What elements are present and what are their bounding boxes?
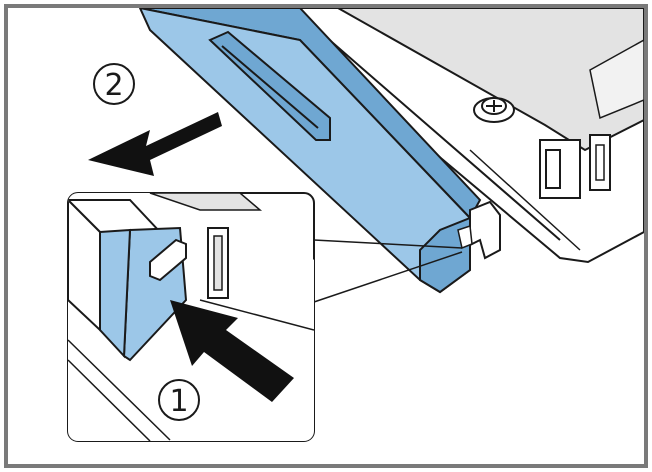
step-1-marker: 1: [158, 379, 200, 421]
blue-trim-strip: [138, 8, 501, 294]
step-1-label: 1: [169, 384, 188, 419]
callout-line-bottom: [313, 251, 463, 303]
panel-corner-highlight: [589, 39, 644, 120]
callout-line-top: [313, 239, 463, 249]
arrow-up-left-icon: [170, 300, 294, 402]
main-scene: 2: [88, 8, 644, 303]
arrow-left-icon: [88, 112, 222, 176]
panel-inner-edge: [469, 149, 581, 251]
screw-icon: [473, 97, 515, 123]
panel-edge-line: [317, 29, 561, 241]
latch-clip-icon: [539, 134, 611, 199]
step-2-label: 2: [104, 68, 123, 103]
detail-inset: 1: [67, 192, 315, 442]
step-2-marker: 2: [93, 63, 135, 105]
